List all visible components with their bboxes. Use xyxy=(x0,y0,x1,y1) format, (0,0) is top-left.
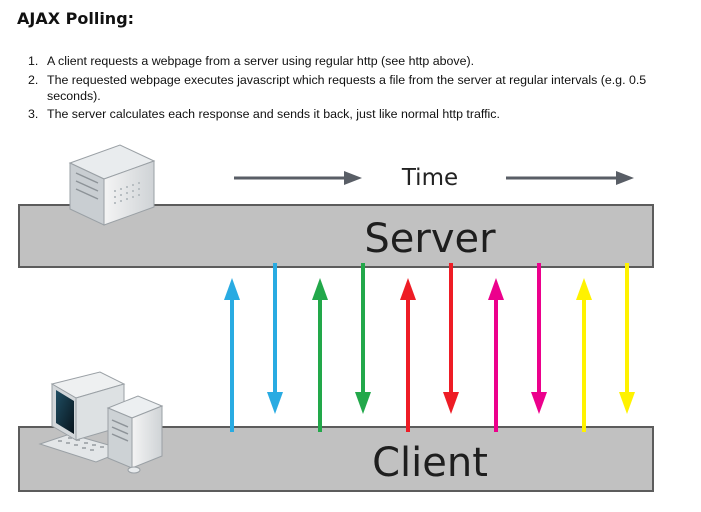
arrow-head xyxy=(443,392,459,414)
request-arrow-up xyxy=(224,278,240,432)
server-tower-icon xyxy=(68,144,156,226)
steps-list: 1. A client requests a webpage from a se… xyxy=(28,53,688,125)
server-label: Server xyxy=(364,216,496,262)
request-arrow-up xyxy=(576,278,592,432)
request-arrow-up xyxy=(488,278,504,432)
response-arrow-down xyxy=(619,263,635,414)
arrow-head xyxy=(312,278,328,300)
arrow-head xyxy=(619,392,635,414)
step-item: 3. The server calculates each response a… xyxy=(28,106,688,122)
client-label: Client xyxy=(372,440,488,486)
step-item: 1. A client requests a webpage from a se… xyxy=(28,53,688,69)
response-arrow-down xyxy=(355,263,371,414)
time-label: Time xyxy=(401,165,458,191)
step-number: 1. xyxy=(28,54,39,68)
page-title: AJAX Polling: xyxy=(17,9,135,28)
step-item: 2. The requested webpage executes javasc… xyxy=(28,72,688,104)
desktop-computer-icon xyxy=(38,371,164,474)
time-arrow-right xyxy=(506,171,634,185)
arrow-head xyxy=(355,392,371,414)
time-indicator: Time xyxy=(234,165,634,191)
step-text: A client requests a webpage from a serve… xyxy=(47,54,475,68)
arrow-head xyxy=(267,392,283,414)
arrow-head xyxy=(400,278,416,300)
arrow-head xyxy=(224,278,240,300)
request-arrow-up xyxy=(312,278,328,432)
step-number: 3. xyxy=(28,107,39,121)
step-text: The requested webpage executes javascrip… xyxy=(47,73,647,103)
response-arrow-down xyxy=(531,263,547,414)
arrow-head xyxy=(488,278,504,300)
step-number: 2. xyxy=(28,73,39,87)
response-arrow-down xyxy=(443,263,459,414)
response-arrow-down xyxy=(267,263,283,414)
arrow-head xyxy=(576,278,592,300)
step-text: The server calculates each response and … xyxy=(47,107,500,121)
time-arrow-left xyxy=(234,171,362,185)
time-arrow-head xyxy=(616,171,634,185)
time-arrow-head xyxy=(344,171,362,185)
request-arrow-up xyxy=(400,278,416,432)
arrow-head xyxy=(531,392,547,414)
arrow-pairs xyxy=(224,263,635,432)
